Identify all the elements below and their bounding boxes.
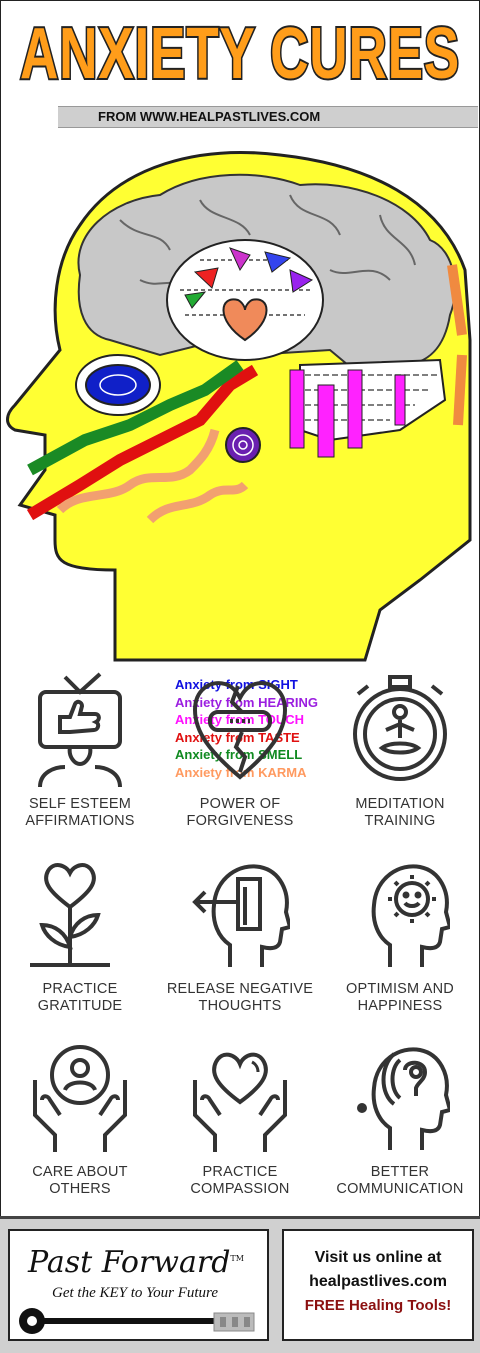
legend-sense: HEARING	[258, 694, 319, 710]
legend-prefix: Anxiety from	[175, 729, 259, 745]
cure-label-line1: OPTIMISM AND	[346, 981, 454, 997]
cure-label-line2: THOUGHTS	[198, 998, 282, 1014]
key-icon	[19, 1308, 255, 1334]
cure-label-line1: POWER OF	[199, 796, 281, 812]
head-communication-icon	[357, 1047, 450, 1150]
cure-label-line1: PRACTICE	[42, 981, 118, 997]
cure-label-line2: OTHERS	[49, 1181, 111, 1197]
site-link[interactable]: healpastlives.com	[309, 1273, 447, 1290]
head-release-icon	[192, 864, 290, 967]
tagline: Get the KEY to Your Future	[52, 1285, 218, 1301]
hands-heart-icon	[193, 1052, 287, 1152]
hands-person-icon	[33, 1045, 127, 1152]
cure-label-line1: RELEASE NEGATIVE	[166, 981, 314, 997]
cure-label-line2: AFFIRMATIONS	[25, 813, 135, 829]
visit-panel[interactable]: Visit us online at healpastlives.com FRE…	[282, 1229, 474, 1341]
cure-label-line2: TRAINING	[364, 813, 436, 829]
trademark: TM	[230, 1254, 244, 1263]
head-smile-icon	[371, 864, 450, 967]
tv-thumbs-up-icon	[38, 672, 122, 787]
cure-label-line1: MEDITATION	[355, 796, 445, 812]
cure-label-line1: SELF ESTEEM	[28, 796, 132, 812]
tools-link[interactable]: FREE Healing Tools!	[304, 1297, 452, 1314]
cure-label-line2: HAPPINESS	[357, 998, 443, 1014]
cure-label-line1: PRACTICE	[202, 1164, 278, 1180]
legend-sense: KARMA	[258, 764, 307, 780]
bandaged-heart-icon	[192, 681, 288, 780]
page-title: ANXIETY CURES	[20, 14, 460, 94]
source-text: FROM WWW.HEALPASTLIVES.COM	[98, 109, 321, 124]
heart-shape	[222, 298, 268, 342]
legend-prefix: Anxiety from	[175, 764, 259, 780]
footer: Past ForwardTM Get the KEY to Your Futur…	[0, 1216, 480, 1353]
head-illustration: Anxiety from SIGHT Anxiety from HEARING An…	[0, 140, 480, 780]
legend-item: Anxiety from KARMA	[175, 764, 318, 782]
cure-label-line1: BETTER	[370, 1164, 430, 1180]
cure-label-line2: FORGIVENESS	[186, 813, 294, 829]
source-bar: FROM WWW.HEALPASTLIVES.COM	[58, 106, 478, 128]
past-forward-logo[interactable]: Past ForwardTM Get the KEY to Your Futur…	[8, 1229, 269, 1341]
cure-label-line2: GRATITUDE	[37, 998, 123, 1014]
cure-label-line2: COMMUNICATION	[336, 1181, 464, 1197]
title-banner: ANXIETY CURES	[0, 0, 480, 105]
legend-sense: SIGHT	[258, 677, 298, 692]
cure-label-line2: COMPASSION	[190, 1181, 290, 1197]
cure-label-line1: CARE ABOUT	[32, 1164, 128, 1180]
brand-name: Past ForwardTM	[28, 1245, 244, 1280]
stopwatch-meditation-icon	[353, 675, 447, 781]
heart-flower-icon	[30, 863, 110, 967]
visit-text: Visit us online at	[314, 1249, 442, 1266]
